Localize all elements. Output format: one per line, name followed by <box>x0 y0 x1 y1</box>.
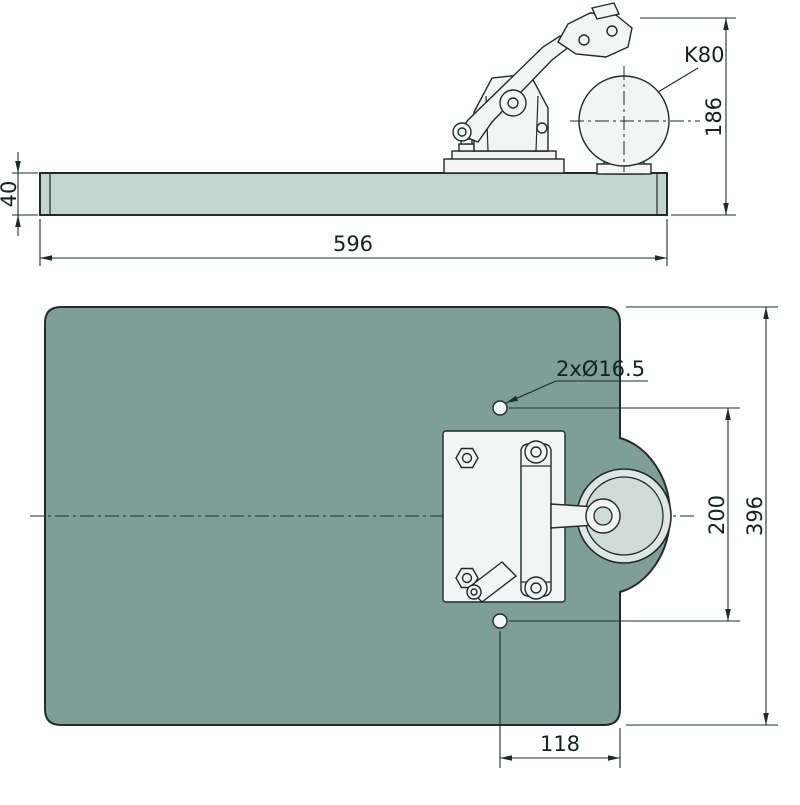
mechanism-clevis <box>557 12 633 58</box>
side-view: 40 596 186 K80 <box>0 2 736 266</box>
k80-ball-label: K80 <box>684 43 725 67</box>
dimension-hole-spacing: 200 <box>509 407 740 622</box>
hitch-mechanism-side <box>443 2 633 174</box>
dimension-plate-width: 396 <box>626 306 778 726</box>
dimension-height: 186 <box>640 17 736 216</box>
mount-hole-top <box>492 400 508 416</box>
mechanism-knob <box>591 2 620 20</box>
dim-height-label: 186 <box>702 97 726 137</box>
dim-plate-width-label: 396 <box>743 496 767 536</box>
mounting-plate-plan <box>442 430 621 603</box>
holes-label: 2xØ16.5 <box>556 357 645 381</box>
base-plate-side <box>39 172 668 216</box>
ball-assembly-side <box>570 66 700 175</box>
rod-end-inner <box>593 506 613 526</box>
dim-length-label: 596 <box>333 232 373 256</box>
plan-view: 2xØ16.5 200 396 118 <box>30 306 778 768</box>
label-holes: 2xØ16.5 <box>505 357 648 404</box>
ball-flange-plan <box>576 468 672 564</box>
dimension-thickness: 40 <box>0 152 38 236</box>
mount-hole-bottom <box>492 613 508 629</box>
dimension-hole-offset: 118 <box>499 631 621 768</box>
coupling-cylinder <box>520 443 552 597</box>
dim-hole-spacing-label: 200 <box>705 495 729 535</box>
label-k80: K80 <box>657 43 725 93</box>
dim-thickness-label: 40 <box>0 181 21 208</box>
dimension-length: 596 <box>39 219 668 266</box>
dim-hole-offset-label: 118 <box>540 732 580 756</box>
